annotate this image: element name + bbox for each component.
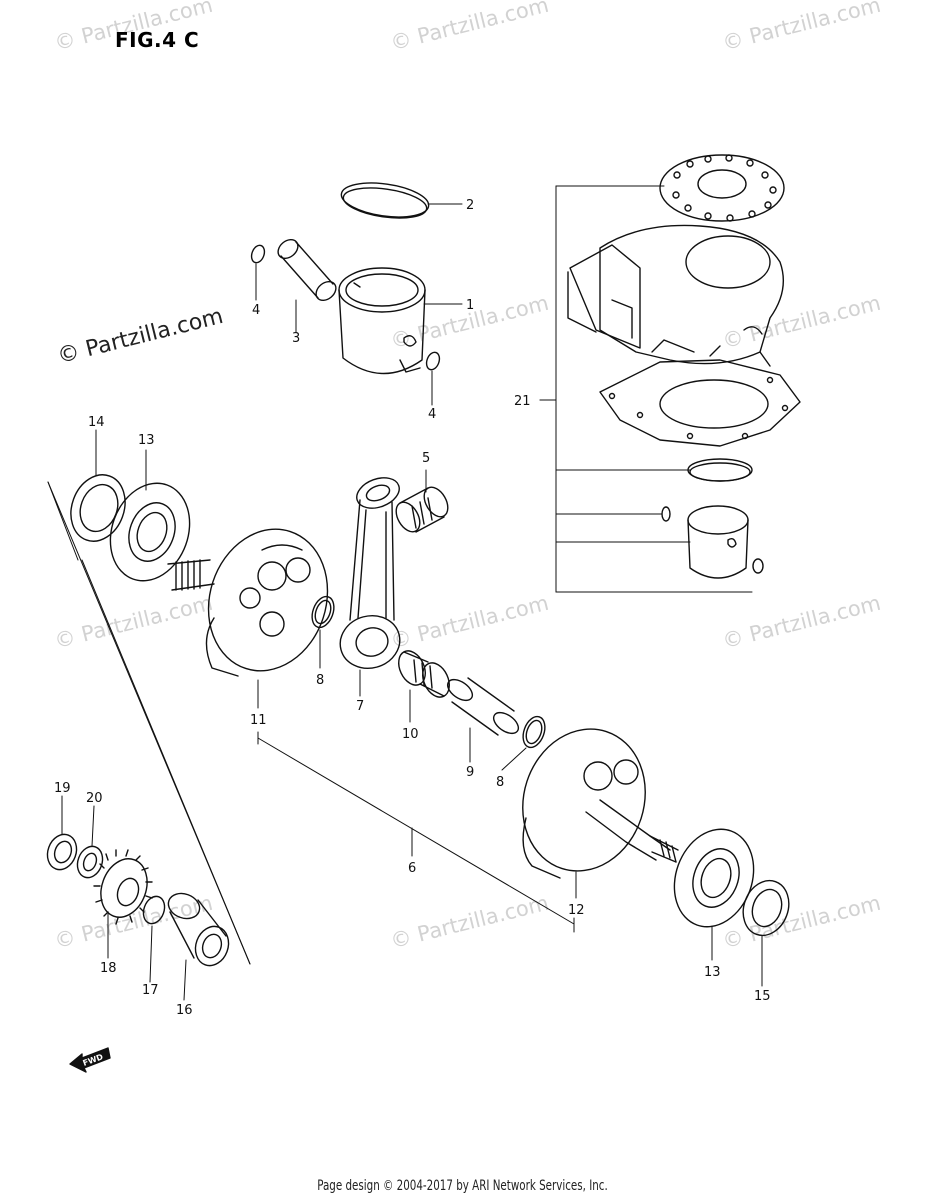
callout-4b: 4 xyxy=(428,407,436,422)
part-piston xyxy=(338,267,426,375)
part-needle-bearing-big xyxy=(398,650,450,698)
crankshaft-assembly-bracket xyxy=(257,731,575,933)
part-crank-half-left xyxy=(205,528,329,677)
callout-6: 6 xyxy=(408,861,416,876)
callout-18: 18 xyxy=(100,961,117,976)
part-circlip xyxy=(752,558,764,574)
part-crank-half-right xyxy=(522,728,679,879)
part-o-ring xyxy=(142,895,166,925)
part-thrust-washer xyxy=(522,715,546,749)
part-needle-bearing-small xyxy=(395,486,449,533)
page-footer: Page design © 2004-2017 by ARI Network S… xyxy=(317,1178,608,1194)
part-circlip xyxy=(250,244,266,264)
callout-12: 12 xyxy=(568,903,585,918)
callout-8: 8 xyxy=(316,673,324,688)
part-piston xyxy=(687,505,749,579)
callout-15: 15 xyxy=(754,989,771,1004)
callout-13b: 13 xyxy=(704,965,721,980)
callout-10: 10 xyxy=(402,727,419,742)
callout-14: 14 xyxy=(88,415,105,430)
part-crank-pin xyxy=(446,677,520,736)
part-base-gasket xyxy=(599,359,801,447)
callout-9: 9 xyxy=(466,765,474,780)
part-piston-pin xyxy=(277,238,337,302)
callout-3: 3 xyxy=(292,331,300,346)
callout-17: 17 xyxy=(142,983,159,998)
forward-label: FWD xyxy=(82,1052,105,1068)
part-head-gasket xyxy=(659,154,785,222)
part-spacer xyxy=(167,892,230,967)
callout-2: 2 xyxy=(466,198,474,213)
callout-13: 13 xyxy=(138,433,155,448)
part-piston-ring xyxy=(687,458,753,482)
callout-11: 11 xyxy=(250,713,267,728)
callout-19: 19 xyxy=(54,781,71,796)
callout-16: 16 xyxy=(176,1003,193,1018)
part-thrust-washer xyxy=(311,595,335,629)
callout-1: 1 xyxy=(466,298,474,313)
part-oil-seal xyxy=(742,879,790,937)
leader-lines xyxy=(47,481,251,965)
callout-7: 7 xyxy=(356,699,364,714)
callout-4: 4 xyxy=(252,303,260,318)
part-piston-ring xyxy=(340,182,430,219)
part-main-bearing xyxy=(673,828,755,928)
part-cylinder xyxy=(567,224,784,367)
figure-title: FIG.4 C xyxy=(115,28,200,52)
callout-21: 21 xyxy=(514,394,531,409)
part-connecting-rod xyxy=(339,477,401,669)
part-circlip xyxy=(425,351,441,371)
part-washer xyxy=(76,845,104,879)
part-small-bearing xyxy=(46,833,78,871)
part-oil-seal xyxy=(70,474,126,542)
callout-8b: 8 xyxy=(496,775,504,790)
callout-20: 20 xyxy=(86,791,103,806)
gasket-kit-bracket xyxy=(539,185,753,593)
callout-5: 5 xyxy=(422,451,430,466)
forward-arrow-icon xyxy=(69,1047,111,1073)
part-circlip xyxy=(661,506,671,522)
part-primary-gear xyxy=(93,849,153,925)
